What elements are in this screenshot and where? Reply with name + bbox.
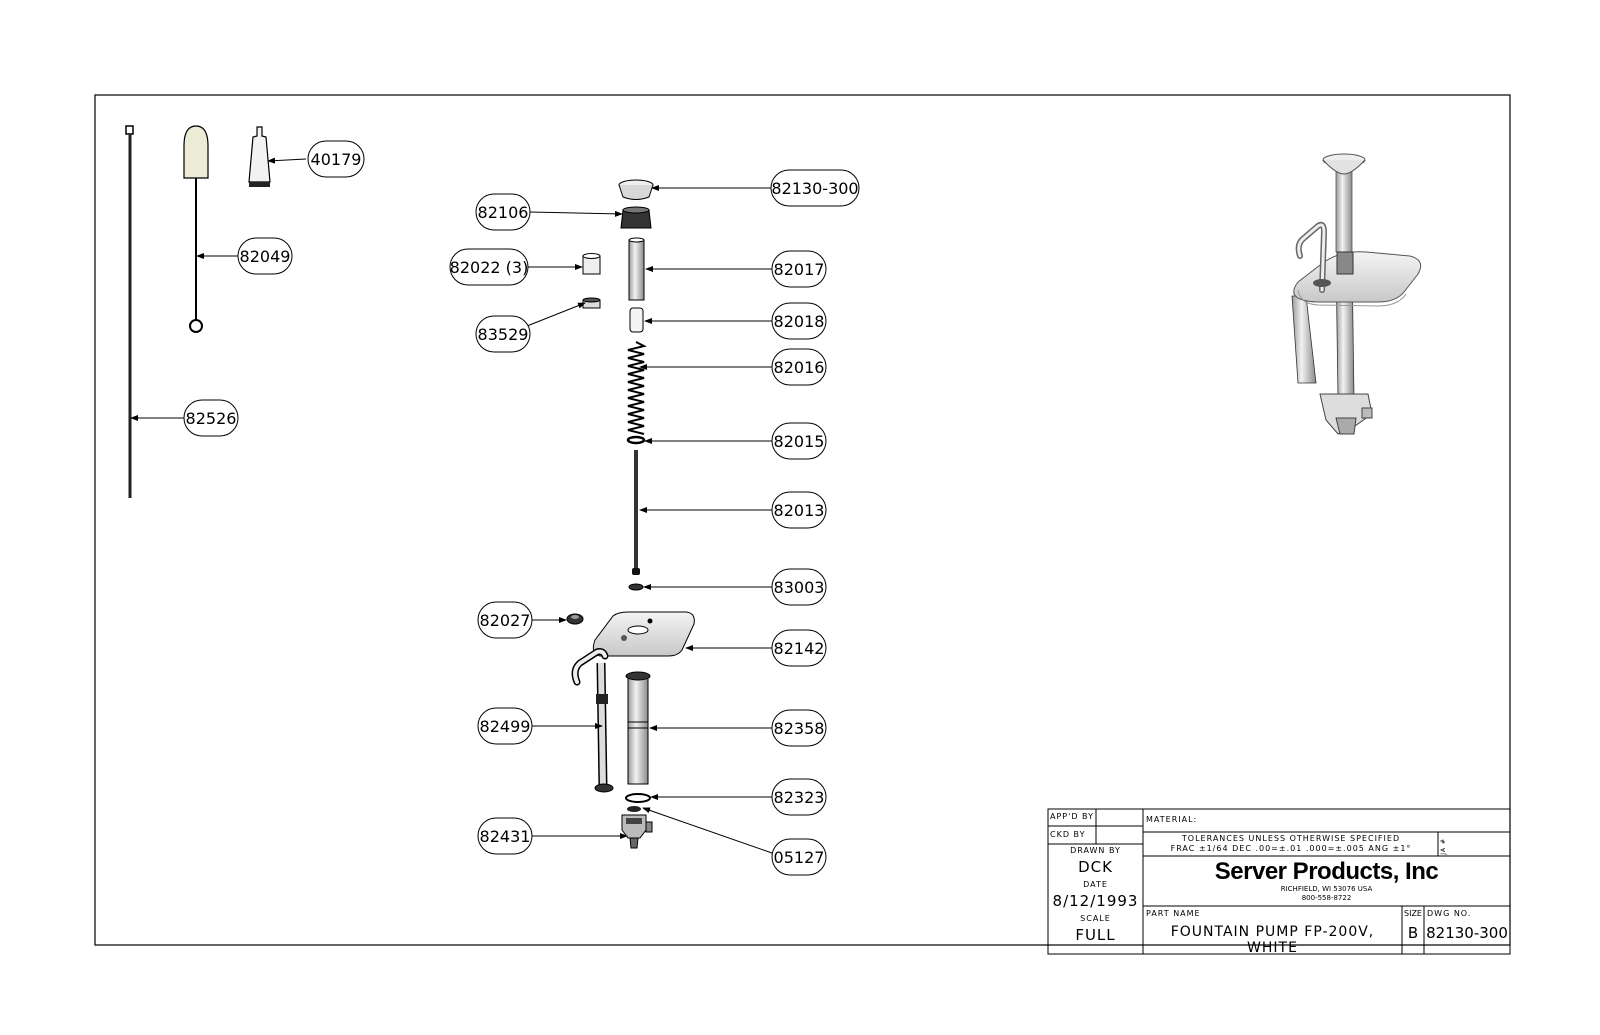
callout-label-82130_300: 82130-300	[771, 179, 858, 198]
callout-bubble-82526	[183, 399, 239, 437]
leader-line-40179	[267, 157, 307, 164]
callout-bubble-05127	[771, 838, 827, 876]
lubricant-tube-part	[248, 126, 271, 187]
washer-part	[626, 435, 646, 445]
drawing-border	[94, 94, 1511, 946]
gasket-part	[625, 793, 651, 803]
callout-bubble-82049	[237, 237, 293, 275]
date-label: DATE	[1083, 880, 1108, 889]
callout-bubble-82358	[771, 709, 827, 747]
scale-label: SCALE	[1080, 914, 1111, 923]
callout-bubbles: 40179 82049 82526 82130-300 82106 82022 (3) 82…	[183, 140, 860, 876]
date-value: 8/12/1993	[1052, 892, 1139, 910]
spout-part	[571, 648, 614, 793]
callout-label-82142: 82142	[774, 639, 825, 658]
callout-label-40179: 40179	[311, 150, 362, 169]
callout-label-82018: 82018	[774, 312, 825, 331]
scale-value: FULL	[1075, 926, 1116, 944]
part-name-value: FOUNTAIN PUMP FP-200V, WHITE	[1170, 924, 1375, 956]
callout-label-82013: 82013	[774, 501, 825, 520]
tolerances-line1: TOLERANCES UNLESS OTHERWISE SPECIFIED	[1181, 834, 1401, 843]
material-label: MATERIAL:	[1146, 815, 1198, 824]
appd-by-label: APP'D BY	[1050, 812, 1094, 821]
company-address: RICHFIELD, WI 53076 USA	[1280, 885, 1373, 893]
callout-label-05127: 05127	[774, 848, 825, 867]
plunger-rod-part	[632, 450, 640, 575]
pump-cylinder-part	[625, 671, 651, 785]
company-phone: 800-558-8722	[1301, 894, 1352, 902]
leader-line-83529	[526, 302, 586, 327]
cable-tie-part	[125, 125, 134, 498]
callout-bubble-82142	[771, 629, 827, 667]
callout-label-83529: 83529	[478, 325, 529, 344]
callout-bubble-82499	[477, 707, 533, 745]
dwg-no-value: 82130-300	[1426, 924, 1508, 942]
title-block-frame	[1047, 808, 1511, 955]
callout-label-82049: 82049	[240, 247, 291, 266]
callout-bubble-82106	[475, 193, 531, 231]
callout-bubble-83003	[771, 568, 827, 606]
callout-label-82431: 82431	[480, 827, 531, 846]
callout-label-82022: 82022 (3)	[450, 258, 529, 277]
callout-bubble-82016	[771, 348, 827, 386]
callout-bubble-82431	[477, 817, 533, 855]
cover-plate-part	[592, 611, 695, 657]
callout-label-82499: 82499	[480, 717, 531, 736]
leader-line-05127	[642, 807, 773, 854]
leader-line-82106	[529, 210, 623, 217]
cap-nut-part	[620, 206, 652, 229]
callout-label-82106: 82106	[478, 203, 529, 222]
part-name-label: PART NAME	[1146, 909, 1201, 918]
callout-label-82015: 82015	[774, 432, 825, 451]
ckd-by-label: CKD BY	[1050, 830, 1086, 839]
sleeve-part	[629, 307, 644, 333]
brush-part	[183, 125, 209, 333]
drawn-by-value: DCK	[1078, 858, 1113, 876]
callout-bubble-82018	[771, 302, 827, 340]
assembled-pump-illustration	[1291, 153, 1422, 435]
callout-bubble-82022	[449, 248, 529, 286]
callout-label-82358: 82358	[774, 719, 825, 738]
o-ring-part	[628, 583, 644, 591]
callout-label-82016: 82016	[774, 358, 825, 377]
bushing-ring-part	[582, 297, 601, 309]
callout-bubble-82017	[771, 250, 827, 288]
small-nut-part	[566, 613, 584, 625]
size-value: B	[1407, 924, 1419, 942]
tolerances-line2: FRAC ±1/64 DEC .00=±.01 .000=±.005 ANG ±…	[1170, 844, 1412, 853]
callout-label-82027: 82027	[480, 611, 531, 630]
callout-bubble-82323	[771, 778, 827, 816]
dwg-no-label: DWG NO.	[1427, 909, 1472, 918]
callout-bubble-82013	[771, 491, 827, 529]
callout-label-82323: 82323	[774, 788, 825, 807]
callout-bubble-40179	[307, 140, 365, 178]
bushing-part	[582, 253, 601, 275]
piston-tube-part	[628, 237, 645, 301]
callout-bubble-82027	[477, 601, 533, 639]
spring-part	[627, 341, 647, 435]
callout-label-82526: 82526	[186, 409, 237, 428]
callout-bubble-82015	[771, 422, 827, 460]
callout-bubble-83529	[475, 315, 531, 353]
pump-knob-part	[618, 179, 654, 200]
valve-assembly-part	[621, 806, 653, 849]
leader-lines	[130, 157, 773, 854]
drawn-by-label: DRAWN BY	[1070, 846, 1121, 855]
callout-label-82017: 82017	[774, 260, 825, 279]
company-name: Server Products, Inc	[1214, 858, 1439, 885]
callout-bubble-82130_300	[770, 169, 860, 207]
callout-label-83003: 83003	[774, 578, 825, 597]
ja-number-label: JA #	[1440, 838, 1447, 855]
size-label: SIZE	[1404, 909, 1422, 918]
